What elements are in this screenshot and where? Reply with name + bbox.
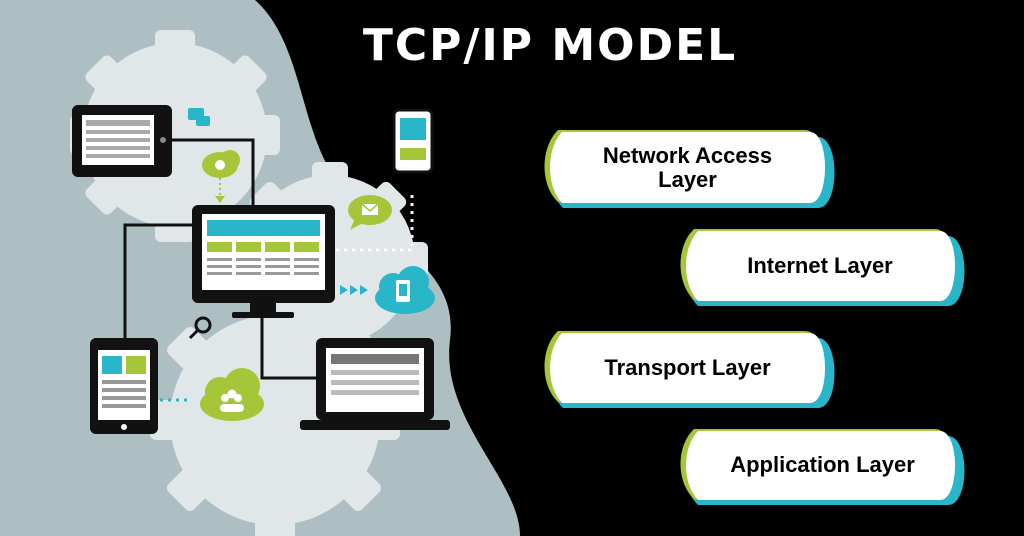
cloud-mobile-icon <box>375 266 435 314</box>
laptop-icon <box>300 338 450 430</box>
layer-banner-transport <box>544 331 835 408</box>
layer-label-network-access: Network Access Layer <box>602 143 773 192</box>
layer-label-transport: Transport Layer <box>604 355 771 380</box>
layer-banner-application <box>680 429 965 505</box>
laptop-icon <box>72 105 172 177</box>
cloud-users-icon <box>200 368 264 421</box>
layer-label-application: Application Layer <box>730 452 915 477</box>
layer-label-internet: Internet Layer <box>747 253 893 278</box>
layer-banner-network-access <box>544 130 835 208</box>
page-title: TCP/IP MODEL <box>362 20 738 71</box>
dotted-connector <box>336 195 414 252</box>
chat-icon <box>188 108 210 126</box>
connector-lines <box>123 138 318 380</box>
arrow-icon <box>340 285 368 295</box>
tablet-icon <box>90 338 158 434</box>
cloud-settings-icon <box>202 150 240 203</box>
mobile-phone-icon <box>392 108 434 174</box>
email-icon <box>348 195 392 230</box>
desktop-monitor-icon <box>192 205 335 318</box>
search-icon <box>188 316 212 340</box>
gear-icon <box>70 30 280 242</box>
layer-banner-internet <box>680 229 965 306</box>
